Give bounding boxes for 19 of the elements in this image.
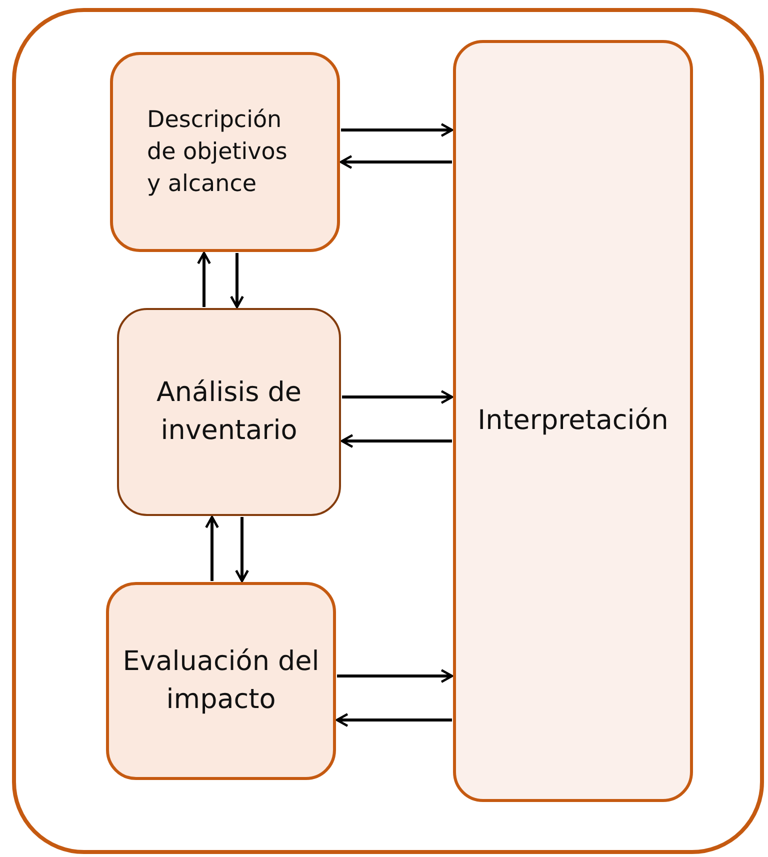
arrow <box>340 155 452 169</box>
node-label: Descripción de objetivos y alcance <box>147 106 288 200</box>
outer-frame <box>12 8 764 854</box>
process-box <box>117 308 341 516</box>
arrow <box>340 434 452 448</box>
process-box <box>106 582 336 780</box>
arrow <box>230 253 244 308</box>
node-label: Evaluación del impacto <box>122 645 320 717</box>
arrow <box>337 669 454 683</box>
arrow <box>336 713 452 727</box>
arrow <box>205 516 219 581</box>
node-label: Interpretación <box>478 404 668 438</box>
process-box <box>110 52 340 252</box>
arrow <box>235 517 249 582</box>
arrow <box>341 123 454 137</box>
node-label: Análisis de inventario <box>155 376 303 448</box>
arrow <box>342 390 454 404</box>
arrow <box>197 252 211 307</box>
process-box <box>453 40 693 802</box>
